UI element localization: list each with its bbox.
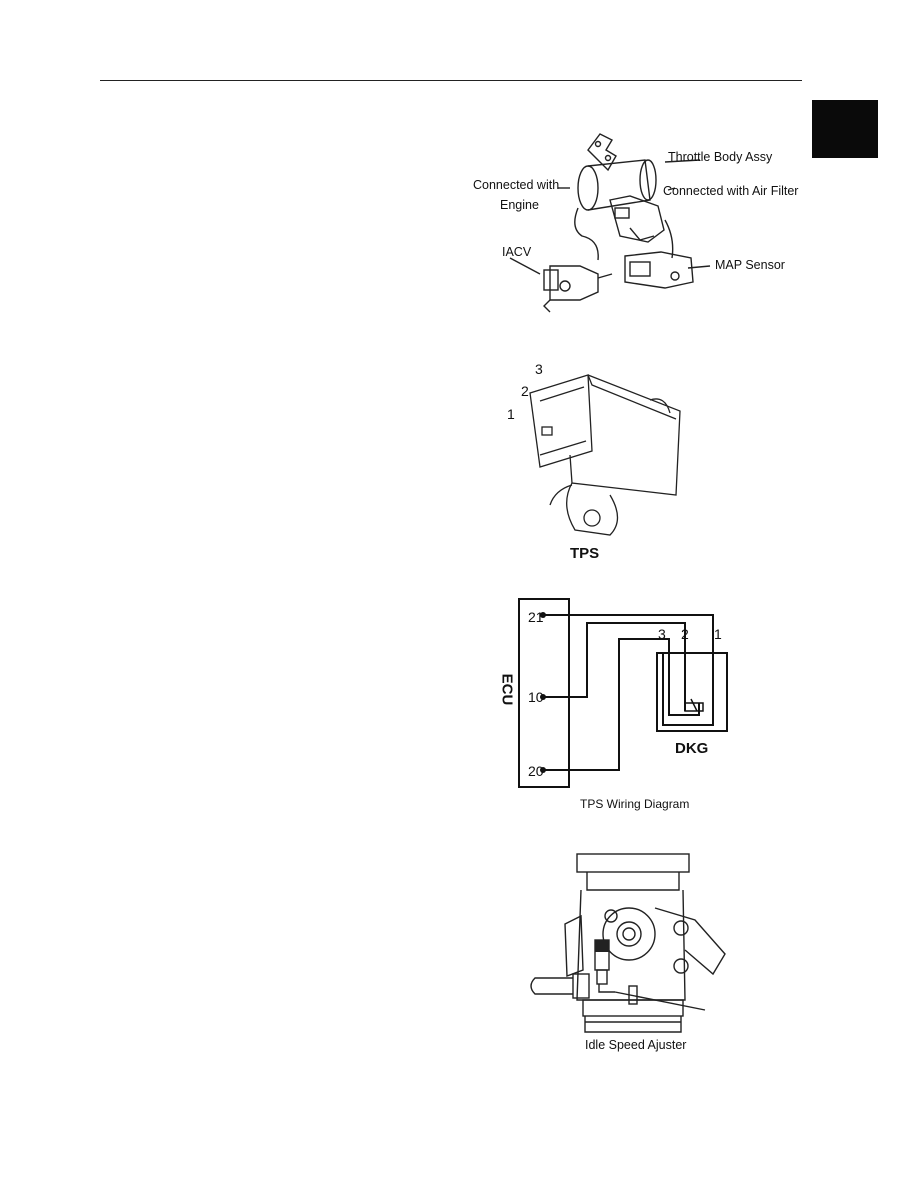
wiring-diagram-drawing: [518, 598, 728, 788]
throttle-body-figure: Throttle Body Assy Connected with Engine…: [470, 128, 815, 318]
map-sensor-label: MAP Sensor: [715, 258, 785, 272]
dkg-label: DKG: [675, 740, 709, 757]
wiring-diagram-figure: ECU 21 10 20 3 2 1 DKG TPS Wiring Diagra…: [495, 595, 745, 820]
idle-speed-figure: Idle Speed Ajuster: [525, 850, 740, 1060]
ecu-pin-10: 10: [528, 689, 544, 705]
idle-speed-drawing: [530, 853, 726, 1033]
ecu-pin-20: 20: [528, 763, 544, 779]
throttle-body-label: Throttle Body Assy: [668, 150, 773, 164]
ecu-pin-21: 21: [528, 609, 544, 625]
header-rule: [100, 80, 802, 81]
section-tab: [812, 100, 878, 158]
sensor-pin-1: 1: [714, 626, 722, 642]
tps-caption: TPS: [570, 545, 600, 562]
sensor-pin-2: 2: [681, 626, 689, 642]
throttle-body-drawing: [509, 133, 711, 313]
iacv-label: IACV: [502, 245, 532, 259]
idle-speed-caption: Idle Speed Ajuster: [585, 1038, 687, 1052]
tps-drawing: [529, 374, 681, 536]
ecu-box: [518, 598, 570, 788]
connected-engine-label-2: Engine: [500, 198, 539, 212]
ecu-label: ECU: [498, 673, 516, 706]
connected-engine-label: Connected with: [473, 178, 560, 192]
dkg-box: [656, 652, 728, 732]
tps-pin-1: 1: [507, 406, 515, 422]
tps-figure: 3 2 1 TPS: [500, 355, 690, 565]
tps-pin-2: 2: [521, 383, 529, 399]
tps-pin-3: 3: [535, 361, 543, 377]
connected-air-filter-label: Connected with Air Filter: [663, 184, 799, 198]
wiring-caption: TPS Wiring Diagram: [580, 797, 690, 811]
sensor-pin-3: 3: [658, 626, 666, 642]
